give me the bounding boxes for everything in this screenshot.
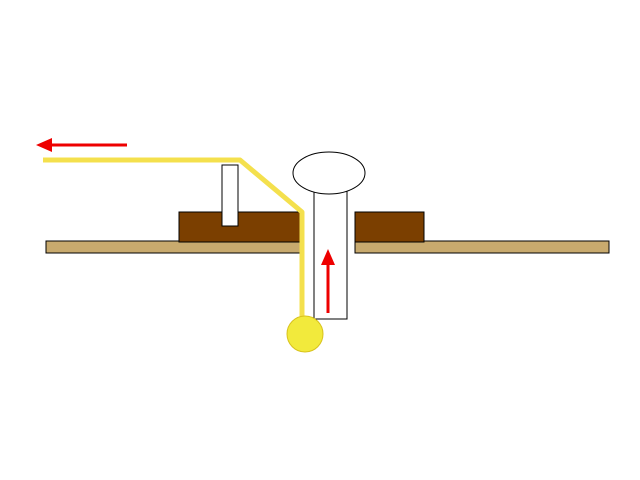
arrow-up-icon — [321, 249, 335, 313]
pin-shaft — [313, 189, 348, 320]
wire — [43, 157, 305, 330]
ball — [286, 315, 324, 353]
arrow-left-icon — [36, 138, 127, 152]
board-right — [354, 240, 610, 254]
block-left — [178, 211, 302, 243]
board-left — [45, 240, 302, 254]
post — [221, 164, 239, 227]
pin-head — [292, 151, 366, 195]
arrow-left-head — [36, 138, 52, 152]
arrow-up-head — [321, 249, 335, 265]
block-right — [354, 211, 425, 243]
